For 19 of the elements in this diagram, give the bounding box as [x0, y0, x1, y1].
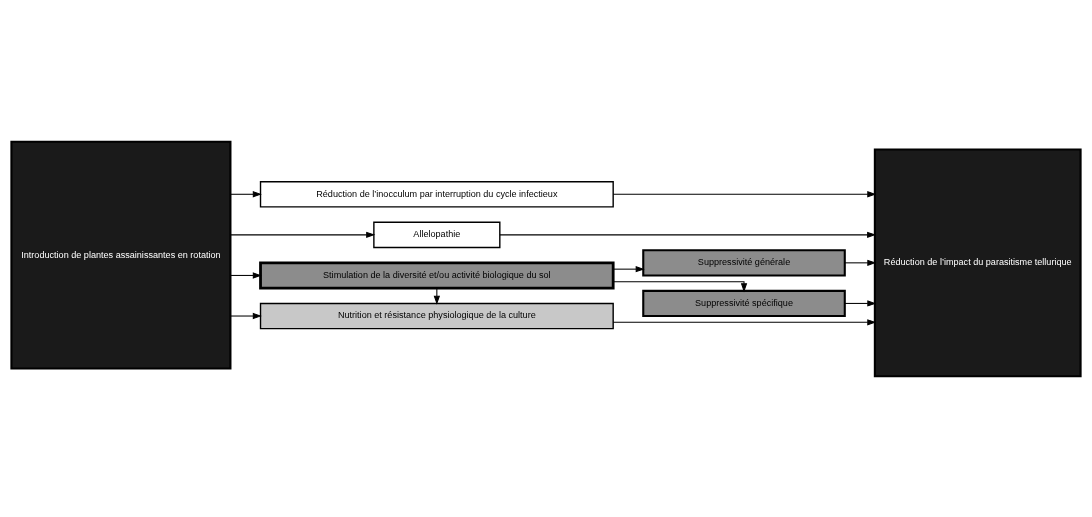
arrow — [230, 231, 376, 238]
arrow — [612, 280, 748, 292]
arrow — [844, 259, 877, 266]
node-box: Réduction de l’inocculum par interruption du cycle infectieux — [259, 180, 614, 208]
node-box: Nutrition et résistance physiologique de la culture — [259, 302, 614, 329]
arrow — [612, 190, 877, 197]
node-box: Stimulation de la diversité et/ou activité biologique du sol — [259, 260, 615, 289]
node-box: Introduction de plantes assainissantes en rotation — [10, 140, 232, 370]
arrow — [499, 231, 877, 238]
arrow — [230, 312, 262, 319]
node-box: Réduction de l’impact du parasitisme tellurique — [873, 147, 1082, 377]
node-box: Suppressivité spécifique — [642, 289, 846, 317]
arrow — [230, 271, 262, 279]
arrow — [612, 318, 877, 325]
arrow — [612, 265, 645, 272]
node-box: Suppressivité générale — [642, 248, 846, 276]
arrow — [230, 190, 262, 197]
arrow — [844, 299, 877, 307]
node-box: Allelopathie — [373, 221, 501, 248]
